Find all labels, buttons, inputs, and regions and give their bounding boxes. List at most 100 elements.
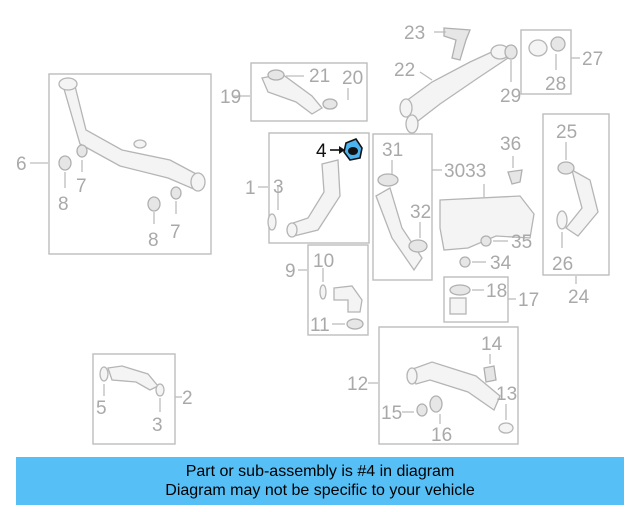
grommet-7 bbox=[76, 144, 88, 158]
clamp-28 bbox=[550, 36, 566, 52]
group-27: 28 27 bbox=[520, 29, 603, 95]
callout-21[interactable]: 21 bbox=[309, 66, 330, 87]
callout-15[interactable]: 15 bbox=[381, 403, 402, 424]
callout-18[interactable]: 18 bbox=[486, 281, 507, 302]
bushing-8 bbox=[147, 196, 161, 212]
clamp-31 bbox=[377, 173, 399, 187]
hose-1-end bbox=[286, 222, 298, 238]
callout-2[interactable]: 2 bbox=[182, 388, 193, 409]
info-banner: Part or sub-assembly is #4 in diagram Di… bbox=[16, 457, 624, 505]
clamp-11 bbox=[346, 318, 364, 330]
callout-34[interactable]: 34 bbox=[490, 253, 512, 274]
bolt-35 bbox=[480, 235, 492, 247]
clamp-25 bbox=[557, 161, 575, 175]
clamp-21 bbox=[267, 69, 285, 81]
clamp-32 bbox=[408, 239, 428, 253]
sensor-36 bbox=[507, 169, 523, 185]
group-27-box bbox=[520, 29, 572, 95]
callout-27[interactable]: 27 bbox=[582, 49, 603, 70]
grommet-7 bbox=[170, 186, 182, 200]
callout-36[interactable]: 36 bbox=[500, 134, 521, 155]
housing-3033 bbox=[439, 195, 535, 251]
callout-17[interactable]: 17 bbox=[518, 290, 539, 311]
callout-9[interactable]: 9 bbox=[285, 261, 296, 282]
callout-10[interactable]: 10 bbox=[313, 251, 334, 272]
oring-5 bbox=[99, 366, 109, 382]
callout-19[interactable]: 19 bbox=[220, 87, 241, 108]
bracket-14 bbox=[483, 365, 497, 383]
highlighted-part-4[interactable]: 4 bbox=[316, 138, 363, 162]
hose-9 bbox=[333, 285, 363, 313]
group-1-box bbox=[268, 132, 370, 244]
callout-35[interactable]: 35 bbox=[511, 232, 532, 253]
callout-12[interactable]: 12 bbox=[347, 374, 368, 395]
group-1: 3 1 4 bbox=[245, 132, 370, 244]
callout-5[interactable]: 5 bbox=[96, 398, 107, 419]
callout-3[interactable]: 3 bbox=[152, 415, 163, 436]
callout-25[interactable]: 25 bbox=[556, 122, 577, 143]
pipe-6-end bbox=[190, 172, 206, 192]
pipe-12-end bbox=[406, 367, 418, 385]
seal-17 bbox=[449, 297, 467, 315]
callout-6[interactable]: 6 bbox=[16, 154, 27, 175]
group-24: 25 26 24 bbox=[542, 113, 610, 308]
callout-24[interactable]: 24 bbox=[568, 287, 590, 308]
callout-29[interactable]: 29 bbox=[500, 86, 521, 107]
housing: 35 34 36 bbox=[439, 134, 535, 274]
oring-3 bbox=[267, 213, 277, 231]
callout-22[interactable]: 22 bbox=[394, 60, 415, 81]
oring-13 bbox=[498, 422, 514, 434]
group-22: 23 22 29 bbox=[394, 23, 521, 134]
group-2-box bbox=[92, 353, 176, 445]
callout-14[interactable]: 14 bbox=[481, 334, 503, 355]
callout-8[interactable]: 8 bbox=[148, 230, 159, 251]
callout-7[interactable]: 7 bbox=[170, 222, 181, 243]
pipe-22 bbox=[401, 49, 510, 125]
callout-13[interactable]: 13 bbox=[496, 384, 517, 405]
callout-20[interactable]: 20 bbox=[342, 68, 363, 89]
leader-22 bbox=[419, 71, 433, 81]
oring-3 bbox=[155, 383, 165, 397]
group-12: 14 13 15 16 12 bbox=[347, 326, 519, 446]
grommet-15 bbox=[416, 403, 428, 417]
banner-line-2: Diagram may not be specific to your vehi… bbox=[165, 482, 475, 499]
callout-32[interactable]: 32 bbox=[410, 202, 431, 223]
clamp-18 bbox=[449, 284, 471, 296]
callout-3033[interactable]: 3033 bbox=[444, 161, 486, 182]
hose-2 bbox=[107, 365, 160, 391]
pipe-6-end bbox=[58, 77, 78, 91]
hose-19 bbox=[261, 73, 323, 115]
callout-4[interactable]: 4 bbox=[316, 141, 327, 162]
callout-11[interactable]: 11 bbox=[310, 315, 330, 336]
callout-31[interactable]: 31 bbox=[382, 140, 403, 161]
callout-23[interactable]: 23 bbox=[404, 23, 425, 44]
clamp-4-hole bbox=[348, 147, 358, 155]
banner-line-1: Part or sub-assembly is #4 in diagram bbox=[185, 463, 455, 480]
oring-10 bbox=[319, 284, 327, 300]
group-6-box bbox=[48, 73, 212, 255]
clamp-29 bbox=[504, 44, 518, 60]
group-19: 19 21 20 bbox=[220, 62, 368, 122]
pipe-22-end bbox=[405, 114, 419, 134]
group-9-box bbox=[307, 244, 369, 336]
group-3033: 31 32 3033 bbox=[372, 133, 486, 281]
leader-4-arrow bbox=[339, 146, 345, 154]
callout-8[interactable]: 8 bbox=[58, 194, 69, 215]
pipe-12 bbox=[409, 361, 501, 411]
callout-26[interactable]: 26 bbox=[552, 254, 573, 275]
group-9: 10 11 9 bbox=[285, 244, 369, 336]
mount-16 bbox=[429, 395, 443, 413]
nut-34 bbox=[459, 256, 471, 268]
callout-1[interactable]: 1 bbox=[245, 178, 256, 199]
bracket-23 bbox=[443, 27, 471, 61]
callout-28[interactable]: 28 bbox=[545, 74, 566, 95]
seal-27 bbox=[528, 39, 548, 57]
callout-16[interactable]: 16 bbox=[431, 425, 452, 446]
seal-26 bbox=[556, 210, 568, 230]
callout-3[interactable]: 3 bbox=[273, 177, 284, 198]
callout-7[interactable]: 7 bbox=[76, 176, 87, 197]
group-2: 5 3 2 bbox=[92, 353, 193, 445]
pipe-22-end bbox=[399, 98, 413, 118]
hose-24 bbox=[565, 168, 599, 237]
